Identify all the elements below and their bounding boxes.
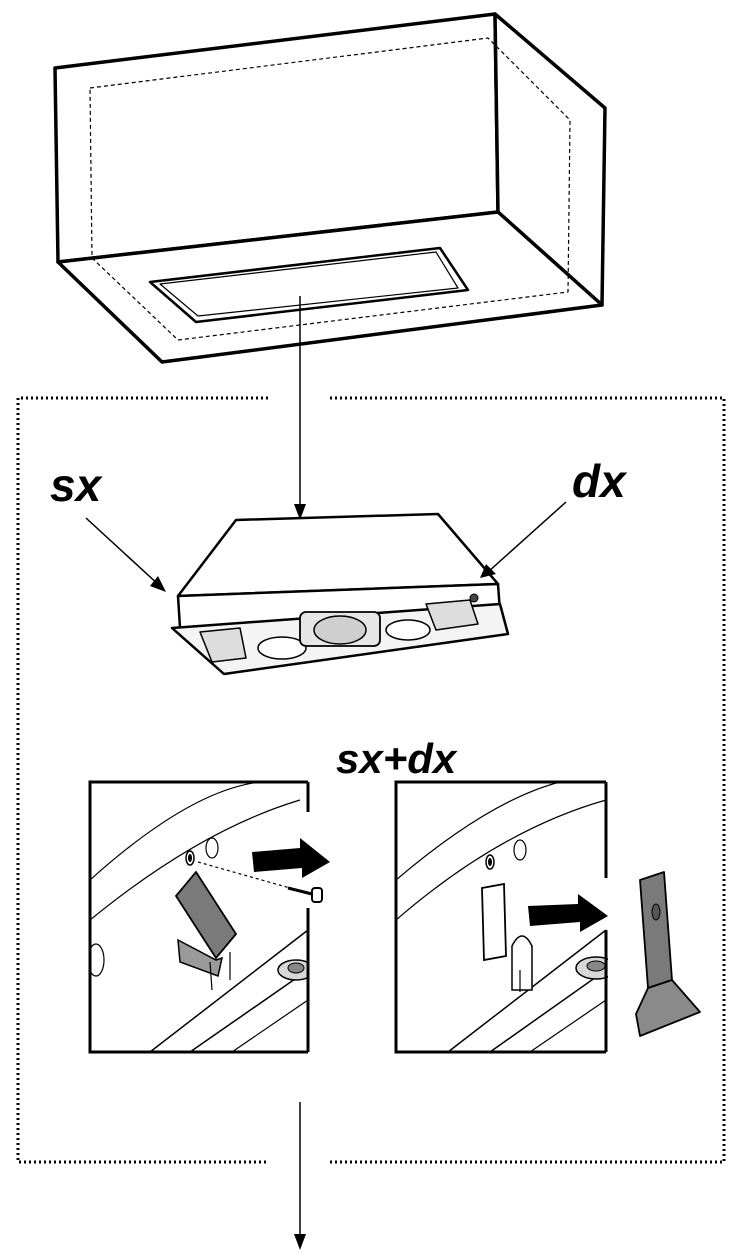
continue-arrow	[294, 1102, 306, 1250]
hood-light-window-right	[425, 599, 479, 631]
label-sx: sx	[50, 459, 102, 511]
cabinet-cutout	[148, 246, 470, 324]
hood-insert	[170, 512, 510, 676]
cabinet-bottom-face	[56, 210, 604, 364]
label-sx-plus-dx: sx+dx	[336, 735, 457, 782]
sx-pointer-arrow	[85, 517, 161, 587]
pointer-arrows	[85, 501, 567, 592]
hood-side-screw	[469, 593, 479, 603]
detail-panel-remove-screw	[88, 780, 330, 1054]
dx-pointer-arrow	[487, 501, 567, 573]
removed-bracket	[635, 871, 701, 1037]
remove-bracket-arrow	[528, 894, 608, 932]
clip-bracket	[174, 870, 238, 960]
cabinet-hidden-edges	[89, 37, 571, 341]
screw-path	[197, 861, 291, 889]
hood-top-panel	[176, 512, 500, 598]
cabinet-cutout-inner	[159, 251, 459, 317]
label-dx: dx	[572, 455, 626, 507]
bracket-slot	[481, 882, 507, 962]
hood-lamp-right	[385, 619, 431, 641]
hood-fan	[313, 615, 367, 645]
remove-screw-arrow	[252, 838, 330, 878]
detail-frame	[16, 396, 726, 1164]
insert-arrow	[294, 296, 306, 520]
wall-cabinet	[53, 12, 607, 364]
detail-panel-remove-bracket	[394, 780, 701, 1054]
hood-lamp-left	[257, 636, 307, 660]
hood-light-window-left	[199, 627, 247, 663]
screw-icon	[287, 886, 323, 903]
